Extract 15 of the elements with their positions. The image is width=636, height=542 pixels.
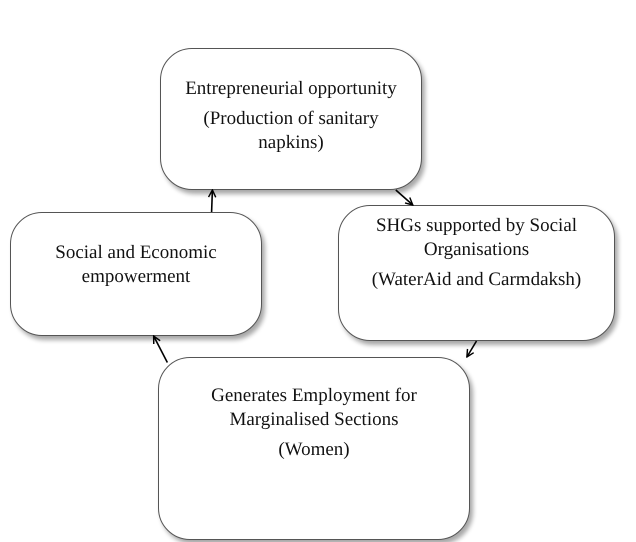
arrow [208,189,216,212]
box-subtext: (Women) [278,438,350,462]
box-text: Social and Economic empowerment [54,241,218,288]
box-subtext: (Production of sanitary napkins) [202,106,380,154]
box-text: SHGs supported by Social Organisations [374,214,578,262]
arrow [152,335,168,363]
arrow [466,340,478,358]
box-text: Entrepreneurial opportunity [185,77,397,101]
rounded-box [158,357,470,540]
arrow [395,189,414,206]
box-subtext: (WaterAid and Carmdaksh) [372,268,582,292]
rounded-box [338,205,615,341]
box-text: Generates Employment for Marginalised Sections [210,384,418,432]
rounded-box [160,48,422,190]
rounded-box [10,212,262,336]
